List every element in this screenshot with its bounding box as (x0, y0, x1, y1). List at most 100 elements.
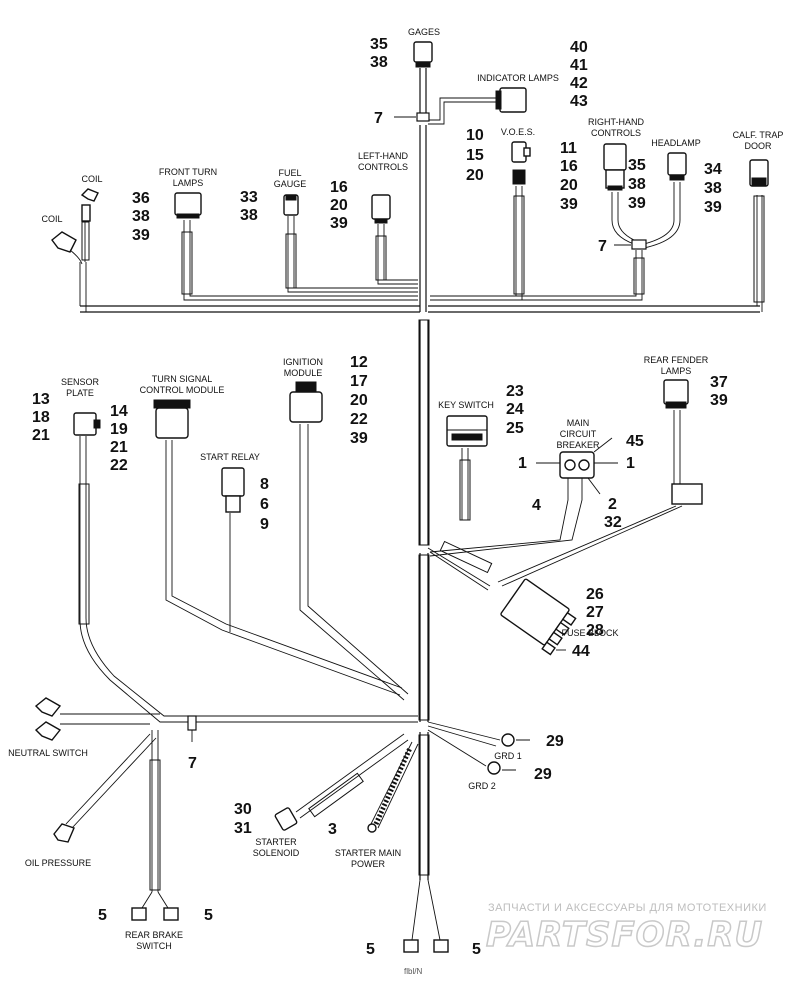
indicator-lamps-connector: INDICATOR LAMPS 40 41 42 43 (428, 39, 588, 125)
indicator-callout-4: 43 (570, 93, 588, 110)
coil-left-label: COIL (41, 214, 62, 224)
watermark-brand: PARTSFOR.RU (486, 915, 763, 955)
ignition-module-label-1: IGNITION (283, 357, 323, 367)
footer-code: flbl/N (404, 967, 422, 976)
main-circuit-breaker: MAIN CIRCUIT BREAKER 45 1 1 4 2 32 (429, 418, 644, 557)
left-hand-callout-2: 20 (330, 197, 348, 214)
right-hand-controls-label-1: RIGHT-HAND (588, 117, 645, 127)
starter-main-power-label-1: STARTER MAIN (335, 848, 401, 858)
left-hand-controls-label-2: CONTROLS (358, 162, 408, 172)
turn-signal-callout-3: 21 (110, 439, 128, 456)
lower-left-bundle: 7 (60, 713, 197, 772)
fuse-block-callout-1: 26 (586, 586, 604, 603)
rear-brake-callout-left: 5 (98, 907, 107, 924)
starter-solenoid-callout-1: 30 (234, 801, 252, 818)
right-hand-callout-2: 16 (560, 158, 578, 175)
circuit-breaker-label-3: BREAKER (556, 440, 600, 450)
starter-solenoid-label-1: STARTER (255, 837, 297, 847)
watermark: ЗАПЧАСТИ И АКСЕССУАРЫ ДЛЯ МОТОТЕХНИКИ PA… (485, 902, 767, 956)
fuse-block: FUSE BLOCK 26 27 28 44 (427, 540, 619, 660)
start-relay: START RELAY 8 6 9 (200, 452, 269, 632)
ignition-callout-4: 22 (350, 411, 368, 428)
circuit-breaker-label-2: CIRCUIT (560, 429, 597, 439)
calf-trap-callout-2: 38 (704, 180, 722, 197)
ignition-callout-3: 20 (350, 392, 368, 409)
indicator-callout-1: 40 (570, 39, 588, 56)
starter-main-power-cable: STARTER MAIN POWER 3 (328, 741, 419, 869)
starter-main-power-label-2: POWER (351, 859, 386, 869)
voes-callout-1: 10 (466, 127, 484, 144)
rear-fender-callout-2: 39 (710, 392, 728, 409)
fuse-block-callout-3: 28 (586, 622, 604, 639)
gages-label: GAGES (408, 27, 440, 37)
circuit-breaker-callout-2: 2 (608, 496, 617, 513)
indicator-callout-3: 42 (570, 75, 588, 92)
headlamp-callout-2: 38 (628, 176, 646, 193)
coil-left-connector: COIL (41, 214, 83, 265)
right-hand-callout-3: 20 (560, 177, 578, 194)
fuel-gauge-callout-2: 38 (240, 207, 258, 224)
headlamp-connector: HEADLAMP 35 38 39 (628, 138, 701, 249)
main-trunk (418, 125, 430, 880)
turn-signal-label-1: TURN SIGNAL (152, 374, 213, 384)
ignition-module-connector: IGNITION MODULE 12 17 20 22 39 (283, 354, 409, 701)
calf-trap-door-label-2: DOOR (745, 141, 773, 151)
rear-brake-label-1: REAR BRAKE (125, 930, 183, 940)
key-switch-callout-1: 23 (506, 383, 524, 400)
grd1-callout: 29 (546, 733, 564, 750)
ignition-callout-1: 12 (350, 354, 368, 371)
fuse-block-callout-44: 44 (572, 643, 590, 660)
starter-solenoid-callout-2: 31 (234, 820, 252, 837)
gages-callout-1: 35 (370, 36, 388, 53)
circuit-breaker-callout-4: 4 (532, 497, 541, 514)
starter-solenoid-connector: STARTER SOLENOID 30 31 (234, 733, 409, 858)
start-relay-callout-2: 6 (260, 496, 269, 513)
sensor-plate-label-2: PLATE (66, 388, 94, 398)
oil-pressure-connector: OIL PRESSURE (25, 733, 157, 868)
voes-callout-2: 15 (466, 147, 484, 164)
circuit-breaker-callout-45: 45 (626, 433, 644, 450)
turn-signal-callout-4: 22 (110, 457, 128, 474)
calf-trap-door-connector: CALF. TRAP DOOR 34 38 39 (704, 130, 783, 303)
rear-brake-switch: REAR BRAKE SWITCH 5 5 (98, 730, 213, 951)
calf-trap-callout-3: 39 (704, 199, 722, 216)
front-turn-lamps-label-1: FRONT TURN (159, 167, 217, 177)
right-hand-controls-label-2: CONTROLS (591, 128, 641, 138)
coil-top-label: COIL (81, 174, 102, 184)
starter-solenoid-label-2: SOLENOID (253, 848, 300, 858)
rear-fender-label-1: REAR FENDER (644, 355, 709, 365)
starter-main-power-callout: 3 (328, 821, 337, 838)
headlamp-callout-1: 35 (628, 157, 646, 174)
neutral-switch-label: NEUTRAL SWITCH (8, 748, 88, 758)
ignition-callout-2: 17 (350, 373, 368, 390)
coil-top-connector: COIL (80, 174, 103, 262)
fuse-block-callout-2: 27 (586, 604, 604, 621)
front-turn-lamps-connector: FRONT TURN LAMPS 36 38 39 (132, 167, 418, 301)
voes-label: V.O.E.S. (501, 127, 535, 137)
fuel-gauge-label-1: FUEL (278, 168, 301, 178)
grd2-label: GRD 2 (468, 781, 496, 791)
clip-right: 7 (430, 238, 647, 301)
right-hand-callout-4: 39 (560, 196, 578, 213)
headlamp-label: HEADLAMP (651, 138, 701, 148)
bottom-connectors: 5 5 flbl/N (366, 879, 481, 976)
bottom-callout-right: 5 (472, 941, 481, 958)
grd1-label: GRD 1 (494, 751, 522, 761)
key-switch-callout-2: 24 (506, 401, 524, 418)
rear-fender-label-2: LAMPS (661, 366, 692, 376)
start-relay-label: START RELAY (200, 452, 260, 462)
key-switch: KEY SWITCH 23 24 25 (438, 383, 524, 521)
neutral-switch-connector: NEUTRAL SWITCH (8, 697, 88, 758)
rear-fender-callout-1: 37 (710, 374, 728, 391)
right-hand-callout-1: 11 (560, 140, 577, 157)
sensor-plate-connector: SENSOR PLATE 13 18 21 (32, 377, 418, 723)
ignition-callout-5: 39 (350, 430, 368, 447)
circuit-breaker-callout-32: 32 (604, 514, 622, 531)
fuel-gauge-connector: FUEL GAUGE 33 38 (240, 168, 418, 293)
front-turn-callout-1: 36 (132, 190, 150, 207)
circuit-breaker-callout-1-left: 1 (518, 455, 527, 472)
watermark-tagline: ЗАПЧАСТИ И АКСЕССУАРЫ ДЛЯ МОТОТЕХНИКИ (488, 902, 767, 914)
fuel-gauge-label-2: GAUGE (274, 179, 307, 189)
clip-left-callout: 7 (188, 755, 197, 772)
